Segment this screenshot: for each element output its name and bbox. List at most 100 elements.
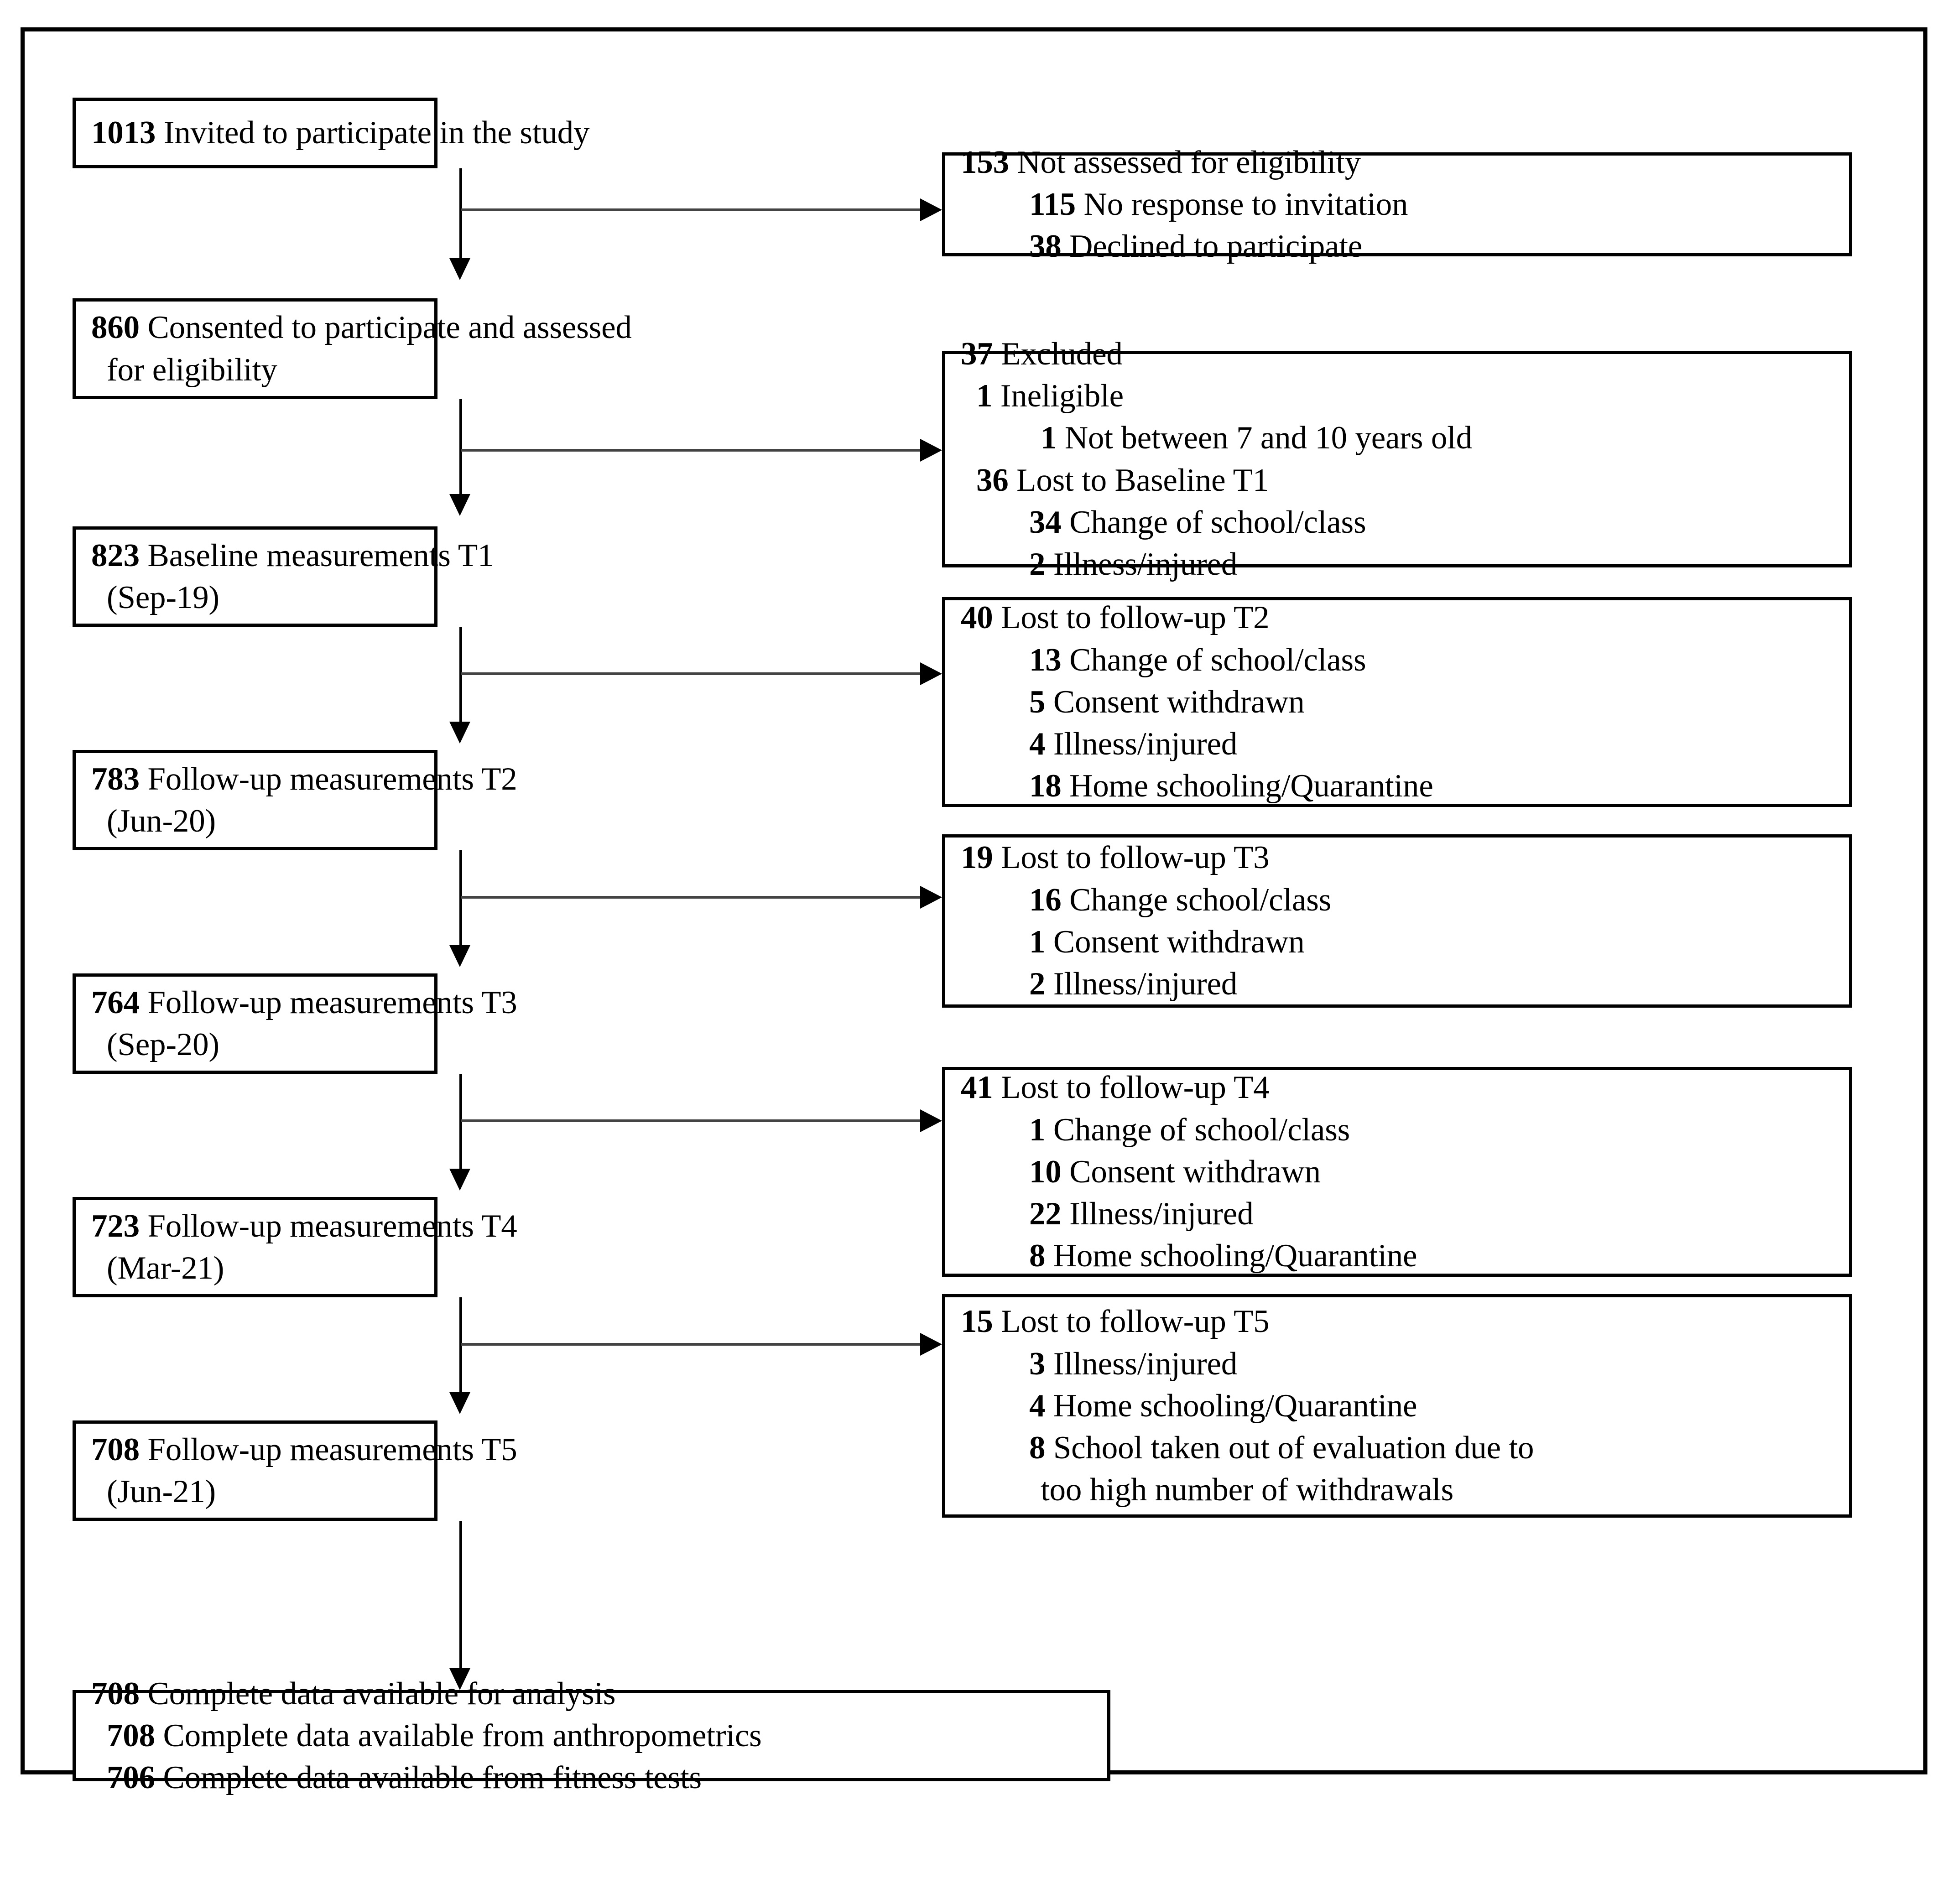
diagram-outer-frame: 1013 Invited to participate in the study…: [21, 27, 1927, 1795]
node-not-assessed-text-1: No response to invitation: [1075, 186, 1408, 222]
branch-line-lost-t5: [461, 1343, 924, 1346]
node-lost-t3-text-3: Illness/injured: [1045, 966, 1238, 1002]
node-followup-t2-date: (Jun-20): [107, 803, 216, 839]
node-lost-t3-text-0: Lost to follow-up T3: [993, 840, 1270, 876]
node-followup-t5-text-0: Follow-up measurements T5: [139, 1431, 517, 1467]
node-followup-t4: 723 Follow-up measurements T4 (Mar-21): [73, 1197, 517, 1297]
node-followup-t2: 783 Follow-up measurements T2 (Jun-20): [73, 750, 517, 850]
node-lost-t4-text-0: Lost to follow-up T4: [993, 1070, 1270, 1106]
node-lost-t4-count-2: 10: [1029, 1154, 1062, 1190]
branch-arrow-lost-t2: [920, 662, 942, 685]
node-followup-t2-text-0: Follow-up measurements T2: [139, 761, 517, 797]
arrow-down-t5: [449, 1392, 470, 1414]
node-followup-t5: 708 Follow-up measurements T5 (Jun-21): [73, 1420, 517, 1521]
branch-arrow-not-assessed: [920, 198, 942, 221]
node-lost-t2: 40 Lost to follow-up T2 13 Change of sch…: [942, 597, 1852, 807]
node-lost-t3-text-2: Consent withdrawn: [1045, 924, 1305, 960]
node-lost-t2-count-3: 4: [1029, 726, 1046, 762]
node-lost-t5-text-2: Home schooling/Quarantine: [1045, 1388, 1417, 1424]
node-not-assessed-text-0: Not assessed for eligibility: [1009, 144, 1361, 180]
node-lost-t4-count-1: 1: [1029, 1112, 1046, 1148]
node-not-assessed-text-2: Declined to participate: [1061, 229, 1363, 265]
connector-t5-to-analysis: [459, 1521, 462, 1671]
node-lost-t3-count-0: 19: [961, 840, 993, 876]
node-followup-t5-date: (Jun-21): [107, 1474, 216, 1509]
node-lost-t3-count-1: 16: [1029, 882, 1062, 918]
node-analysis-count-2: 706: [107, 1760, 155, 1796]
node-analysis-count-0: 708: [91, 1675, 140, 1712]
node-lost-t3-count-3: 2: [1029, 966, 1046, 1002]
node-lost-t4-count-3: 22: [1029, 1196, 1062, 1232]
node-lost-t4-text-3: Illness/injured: [1061, 1196, 1254, 1232]
branch-line-lost-t4: [461, 1119, 924, 1122]
node-lost-t4-text-4: Home schooling/Quarantine: [1045, 1238, 1417, 1274]
node-excluded-count-4: 34: [1029, 504, 1062, 540]
connector-t1-to-t2: [459, 627, 462, 725]
branch-arrow-lost-t5: [920, 1333, 942, 1356]
node-lost-t4-count-4: 8: [1029, 1238, 1046, 1274]
node-analysis-count-1: 708: [107, 1717, 155, 1753]
node-followup-t3-text-0: Follow-up measurements T3: [139, 984, 517, 1020]
arrow-down-t4: [449, 1169, 470, 1191]
arrow-down-consented: [449, 258, 470, 280]
branch-line-not-assessed: [461, 208, 924, 211]
node-lost-t5-text-0: Lost to follow-up T5: [993, 1304, 1270, 1340]
node-lost-t3-count-2: 1: [1029, 924, 1046, 960]
node-excluded-text-2: Not between 7 and 10 years old: [1057, 420, 1472, 456]
node-analysis-text-0: Complete data available for analysis: [139, 1675, 616, 1712]
node-lost-t3: 19 Lost to follow-up T3 16 Change school…: [942, 834, 1852, 1008]
node-not-assessed: 153 Not assessed for eligibility 115 No …: [942, 145, 1852, 264]
node-excluded-count-5: 2: [1029, 546, 1046, 583]
node-excluded-text-4: Change of school/class: [1061, 504, 1366, 540]
node-lost-t2-text-3: Illness/injured: [1045, 726, 1238, 762]
node-followup-t3: 764 Follow-up measurements T3 (Sep-20): [73, 973, 517, 1074]
node-followup-t3-count-0: 764: [91, 984, 140, 1020]
node-lost-t5-count-3: 8: [1029, 1430, 1046, 1466]
node-analysis-text-2: Complete data available from fitness tes…: [155, 1760, 702, 1796]
node-lost-t2-count-2: 5: [1029, 684, 1046, 720]
node-consented-count-0: 860: [91, 310, 140, 346]
node-excluded-count-2: 1: [1041, 420, 1057, 456]
node-lost-t2-text-2: Consent withdrawn: [1045, 684, 1305, 720]
node-lost-t5-text-3: School taken out of evaluation due to: [1045, 1430, 1534, 1466]
arrow-down-t1: [449, 494, 470, 516]
connector-invited-to-consented: [459, 168, 462, 262]
node-baseline-t1-text-0: Baseline measurements T1: [139, 537, 494, 573]
node-invited-text-0: Invited to participate in the study: [156, 115, 590, 151]
node-followup-t5-count-0: 708: [91, 1431, 140, 1467]
arrow-down-t3: [449, 945, 470, 967]
connector-t3-to-t4: [459, 1074, 462, 1172]
node-lost-t5-count-2: 4: [1029, 1388, 1046, 1424]
branch-line-excluded: [461, 449, 924, 452]
node-excluded-text-1: Ineligible: [992, 378, 1124, 414]
node-followup-t3-date: (Sep-20): [107, 1027, 219, 1062]
node-invited-count-0: 1013: [91, 115, 156, 151]
node-excluded-text-5: Illness/injured: [1045, 546, 1238, 583]
node-excluded-count-1: 1: [976, 378, 993, 414]
node-excluded-text-3: Lost to Baseline T1: [1008, 462, 1269, 498]
node-lost-t4-text-2: Consent withdrawn: [1061, 1154, 1321, 1190]
node-baseline-t1-date: (Sep-19): [107, 580, 219, 615]
branch-line-lost-t3: [461, 896, 924, 899]
node-excluded-count-0: 37: [961, 336, 993, 372]
node-not-assessed-count-1: 115: [1029, 186, 1076, 222]
node-consented-text-0: Consented to participate and assessed: [139, 310, 632, 346]
connector-consented-to-t1: [459, 399, 462, 497]
node-lost-t5-count-0: 15: [961, 1304, 993, 1340]
arrow-down-analysis: [449, 1668, 470, 1690]
node-lost-t2-text-4: Home schooling/Quarantine: [1061, 768, 1433, 804]
node-lost-t5-count-1: 3: [1029, 1346, 1046, 1382]
node-lost-t2-count-0: 40: [961, 600, 993, 636]
node-lost-t5-text-4: too high number of withdrawals: [1041, 1472, 1454, 1508]
node-not-assessed-count-2: 38: [1029, 229, 1062, 265]
node-lost-t5-text-1: Illness/injured: [1045, 1346, 1238, 1382]
node-lost-t2-count-1: 13: [1029, 642, 1062, 678]
node-lost-t5: 15 Lost to follow-up T5 3 Illness/injure…: [942, 1294, 1852, 1518]
node-not-assessed-count-0: 153: [961, 144, 1009, 180]
arrow-down-t2: [449, 722, 470, 744]
branch-arrow-lost-t4: [920, 1109, 942, 1132]
node-lost-t4: 41 Lost to follow-up T4 1 Change of scho…: [942, 1067, 1852, 1277]
branch-arrow-lost-t3: [920, 886, 942, 909]
connector-t4-to-t5: [459, 1297, 462, 1395]
